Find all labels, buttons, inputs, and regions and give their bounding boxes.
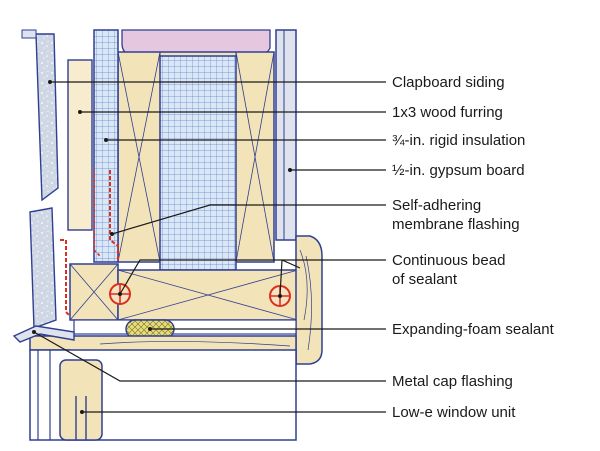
header-block-main-x [117,269,299,321]
label-membrane-flashing-line2: membrane flashing [392,216,520,233]
label-sealant-bead-line2: of sealant [392,271,458,288]
window-sash [59,359,103,441]
leader-lines [33,81,386,413]
rigid-insulation-layer [93,29,119,263]
clapboard-upper [35,33,59,202]
cavity-insulation [159,55,237,271]
siding-trim [21,29,37,39]
interior-wall [275,29,297,241]
interior-casing [295,235,323,365]
label-sealant-bead-line1: Continuous bead [392,252,506,269]
header-block-left-x [69,263,119,321]
label-foam-sealant: Expanding-foam sealant [392,321,554,338]
clapboard-lower [29,207,57,329]
leader-cap-flashing [33,331,386,382]
label-rigid-insulation: ¾-in. rigid insulation [392,132,526,149]
membrane-flashing-line [109,170,119,262]
leader-sealant [119,259,301,295]
stud-cross-right [235,51,275,263]
label-metal-cap-flashing: Metal cap flashing [392,373,513,390]
leader-sealant-right [279,259,283,297]
leader-membrane [111,204,386,235]
label-membrane-flashing-line1: Self-adhering [392,197,482,214]
casing-grain [299,249,312,351]
metal-cap-flashing-shape [12,325,75,343]
label-wood-furring: 1x3 wood furring [392,104,503,121]
label-clapboard-siding: Clapboard siding [392,74,505,91]
membrane-flashing-line-3 [93,170,101,257]
label-gypsum-board: ½-in. gypsum board [392,162,525,179]
label-window-unit: Low-e window unit [392,404,516,421]
foam-gap [73,319,297,335]
wood-furring-strip [67,59,93,231]
leader-dots [32,80,292,414]
label-sealant-bead: Continuous bead of sealant [392,251,505,289]
label-membrane-flashing: Self-adhering membrane flashing [392,196,520,234]
stud-cross-left [117,51,161,263]
